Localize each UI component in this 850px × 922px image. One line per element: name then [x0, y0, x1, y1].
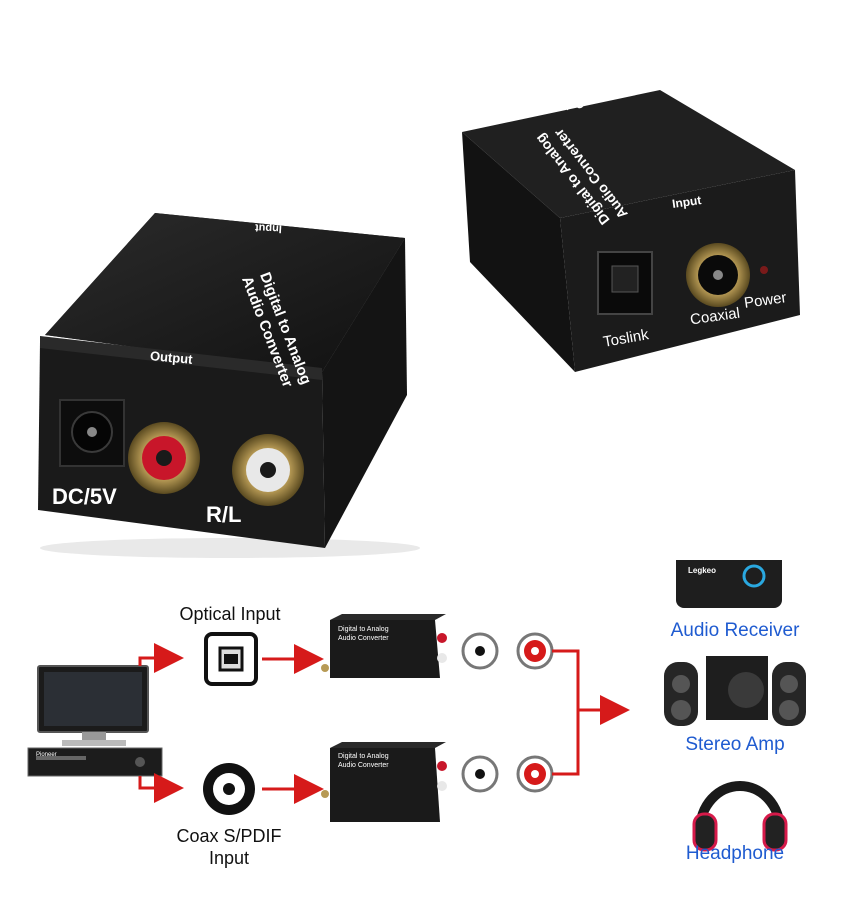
rca-white-bottom-icon: [461, 755, 499, 793]
speakers-icon: [664, 656, 806, 726]
connection-diagram: Optical Input Coax S/PDIF Input Digital …: [0, 560, 850, 922]
tv-brand-label: Pioneer: [36, 752, 57, 758]
av-player-icon: [27, 747, 163, 777]
front-rl-label: R/L: [206, 502, 242, 527]
device-label-headphone: Headphone: [685, 843, 785, 864]
receiver-brand-label: Legkeo: [688, 566, 717, 575]
converter-bottom-title-line2: Audio Converter: [338, 762, 389, 769]
back-converter-photo: Output Digital to Analog Audio Converter…: [0, 0, 850, 400]
converter-box-bottom: [321, 742, 447, 822]
converter-top-title-line1: Digital to Analog: [338, 626, 389, 633]
coax-input-label-line1: Coax S/PDIF: [176, 826, 282, 846]
device-label-stereo-amp: Stereo Amp: [685, 734, 785, 755]
headphone-icon: [692, 781, 788, 852]
optical-input-label: Optical Input: [179, 604, 281, 624]
coax-port-icon: [203, 763, 255, 815]
optical-port-icon: [204, 632, 258, 686]
audio-receiver-icon: [676, 560, 782, 608]
tv-icon: [37, 665, 149, 746]
converter-top-title-line2: Audio Converter: [338, 635, 389, 642]
converter-bottom-title-line1: Digital to Analog: [338, 753, 389, 760]
converter-box-top: [321, 614, 447, 678]
device-label-audio-receiver: Audio Receiver: [670, 620, 800, 641]
rca-red-top-icon: [516, 632, 554, 670]
rca-red-bottom-icon: [516, 755, 554, 793]
front-dc-label: DC/5V: [52, 484, 117, 509]
coax-input-label-line2: Input: [208, 848, 250, 868]
front-converter-photo: Input Digital to Analog Audio Converter …: [38, 213, 420, 558]
rca-white-top-icon: [461, 632, 499, 670]
